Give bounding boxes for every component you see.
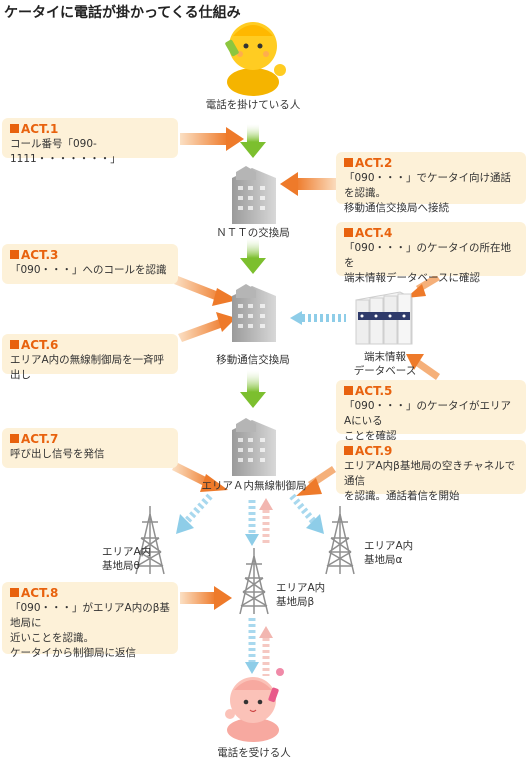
mobile-exchange-label: 移動通信交換局 <box>216 354 290 366</box>
act5-title: ACT.5 <box>355 384 393 398</box>
act1-line1: コール番号「090-1111・・・・・・・」 <box>10 138 121 165</box>
station-beta-label: エリアA内 基地局β <box>276 581 325 609</box>
database-label: 端末情報 データベース <box>340 350 430 378</box>
act8-title: ACT.8 <box>21 586 59 600</box>
database-label-line2: データベース <box>353 365 417 377</box>
act8-box: ACT.8 「090・・・」がエリアA内のβ基地局に 近いことを認識。 ケータイ… <box>2 582 178 659</box>
orange-arrow-act7 <box>172 462 228 492</box>
act2-line1: 「090・・・」でケータイ向け通話を認識。 <box>344 172 512 199</box>
act4-line2: 端末情報データベースに確認 <box>344 272 480 284</box>
database-server-icon <box>355 291 413 345</box>
receiver-label: 電話を受ける人 <box>217 747 291 759</box>
blue-arrow-controller-beta <box>245 500 259 546</box>
pink-arrow-beta-controller <box>259 498 273 546</box>
act5-line2: ことを確認 <box>344 430 397 442</box>
act4-line1: 「090・・・」のケータイの所在地を <box>344 242 512 269</box>
page-title: ケータイに電話が掛かってくる仕組み <box>4 5 241 21</box>
act8-line1: 「090・・・」がエリアA内のβ基地局に <box>10 602 170 629</box>
act1-title: ACT.1 <box>21 122 59 136</box>
act2-title: ACT.2 <box>355 156 393 170</box>
act3-box: ACT.3 「090・・・」へのコールを認識 <box>2 244 178 284</box>
station-theta-line2: 基地局θ <box>102 560 140 572</box>
act5-box: ACT.5 「090・・・」のケータイがエリアAにいる ことを確認 <box>336 380 526 442</box>
controller-building-icon <box>232 418 276 476</box>
orange-arrow-act2 <box>280 172 338 196</box>
act7-title: ACT.7 <box>21 432 59 446</box>
station-theta-line1: エリアA内 <box>102 546 152 558</box>
green-arrow-mobile-controller <box>240 370 266 408</box>
green-arrow-caller-ntt <box>240 124 266 158</box>
act3-heading: ACT.3 <box>10 248 170 263</box>
orange-arrow-act5 <box>406 354 440 380</box>
act9-title: ACT.9 <box>355 444 393 458</box>
act9-box: ACT.9 エリアA内β基地局の空きチャネルで通信 を認識。通話着信を開始 <box>336 440 526 502</box>
act7-heading: ACT.7 <box>10 432 170 447</box>
orange-arrow-act9 <box>296 466 336 496</box>
blue-arrow-controller-alpha <box>289 493 324 534</box>
receiver-person-icon <box>225 668 284 742</box>
act8-heading: ACT.8 <box>10 586 170 601</box>
act1-box: ACT.1 コール番号「090-1111・・・・・・・」 <box>2 118 178 165</box>
tower-beta-icon <box>239 548 269 615</box>
orange-arrow-act6 <box>178 312 236 342</box>
act6-line1: エリアA内の無線制御局を一斉呼出し <box>10 354 165 381</box>
caller-person-icon <box>225 22 286 96</box>
caller-label: 電話を掛けている人 <box>205 99 301 111</box>
act5-heading: ACT.5 <box>344 384 518 399</box>
orange-arrow-act1 <box>180 127 244 151</box>
act5-line1: 「090・・・」のケータイがエリアAにいる <box>344 400 512 427</box>
station-theta-label: エリアA内 基地局θ <box>102 545 151 573</box>
blue-arrow-beta-receiver <box>245 618 259 674</box>
act4-heading: ACT.4 <box>344 226 518 241</box>
act7-box: ACT.7 呼び出し信号を発信 <box>2 428 178 468</box>
act4-box: ACT.4 「090・・・」のケータイの所在地を 端末情報データベースに確認 <box>336 222 526 284</box>
act2-heading: ACT.2 <box>344 156 518 171</box>
pink-arrow-receiver-beta <box>259 626 273 676</box>
act2-line2: 移動通信交換局へ接続 <box>344 202 449 214</box>
orange-arrow-act8 <box>180 586 232 610</box>
orange-arrow-act3 <box>174 276 238 306</box>
station-alpha-line1: エリアA内 <box>364 540 414 552</box>
station-alpha-line2: 基地局α <box>364 554 403 566</box>
act2-box: ACT.2 「090・・・」でケータイ向け通話を認識。 移動通信交換局へ接続 <box>336 152 526 214</box>
station-alpha-label: エリアA内 基地局α <box>364 539 413 567</box>
controller-label: エリアＡ内無線制御局 <box>201 480 307 492</box>
green-arrow-ntt-mobile <box>240 238 266 274</box>
tower-theta-icon <box>135 506 165 575</box>
act9-line2: を認識。通話着信を開始 <box>344 490 460 502</box>
act9-line1: エリアA内β基地局の空きチャネルで通信 <box>344 460 516 487</box>
blue-arrow-controller-theta <box>176 493 213 534</box>
station-beta-line2: 基地局β <box>276 596 315 608</box>
act6-title: ACT.6 <box>21 338 59 352</box>
act3-line1: 「090・・・」へのコールを認識 <box>10 264 167 276</box>
act1-heading: ACT.1 <box>10 122 170 137</box>
station-beta-line1: エリアA内 <box>276 582 326 594</box>
act8-line2: 近いことを認識。 <box>10 632 94 644</box>
act7-line1: 呼び出し信号を発信 <box>10 448 105 460</box>
ntt-label: ＮＴＴの交換局 <box>216 227 290 239</box>
database-label-line1: 端末情報 <box>364 351 406 363</box>
act8-line3: ケータイから制御局に返信 <box>10 647 136 659</box>
act4-title: ACT.4 <box>355 226 393 240</box>
ntt-building-icon <box>232 166 276 224</box>
act3-title: ACT.3 <box>21 248 59 262</box>
act6-box: ACT.6 エリアA内の無線制御局を一斉呼出し <box>2 334 178 381</box>
act6-heading: ACT.6 <box>10 338 170 353</box>
blue-arrowhead-db <box>290 311 302 325</box>
act9-heading: ACT.9 <box>344 444 518 459</box>
mobile-exchange-building-icon <box>232 284 276 342</box>
tower-alpha-icon <box>325 506 355 575</box>
